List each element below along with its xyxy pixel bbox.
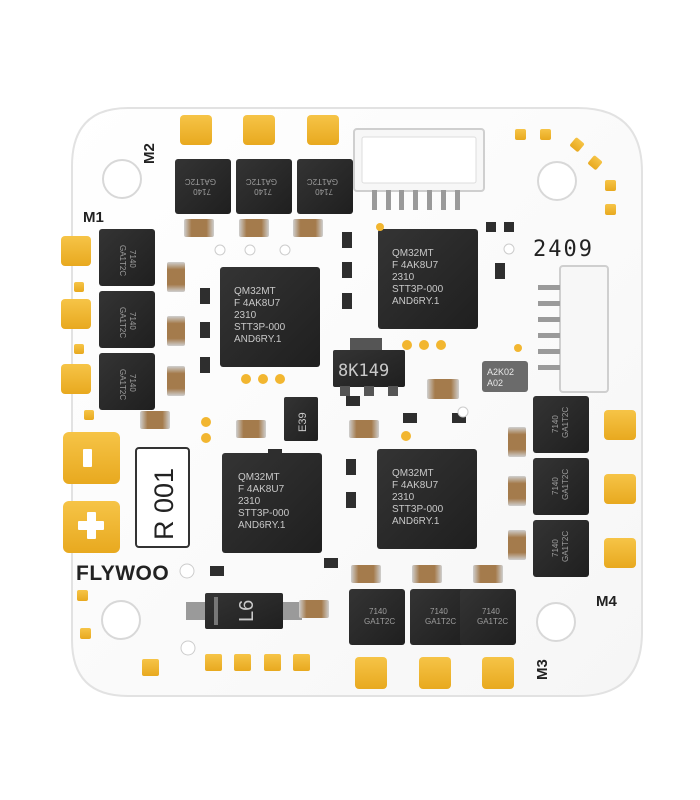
mosfet-marking-line1: 7140 — [254, 187, 272, 196]
mosfet-marking-line2: GA1T2C — [477, 617, 508, 626]
mosfets-bottom — [349, 589, 516, 645]
mcu-chips — [220, 229, 478, 553]
small-passives — [200, 222, 514, 576]
motor-label-m2: M2 — [141, 143, 158, 164]
mosfet-marking-line1: 7140 — [551, 539, 560, 557]
mcu-marking-line5: AND6RY.1 — [392, 516, 440, 527]
battery-negative-pad — [63, 432, 120, 484]
mosfet-markings-right: 7140 GA1T2C 7140 GA1T2C 7140 GA1T2C — [551, 407, 570, 562]
revision-text: R 001 — [149, 468, 179, 540]
mosfet-marking-line2: GA1T2C — [561, 531, 570, 562]
mcu-marking-line1: QM32MT — [238, 472, 280, 483]
motor-label-m4: M4 — [596, 593, 617, 610]
mcu-marking-line4: STT3P-000 — [234, 322, 286, 333]
mosfet-marking-line1: 7140 — [482, 607, 500, 616]
mosfet-marking-line2: GA1T2C — [118, 369, 127, 400]
mosfet-marking-line2: GA1T2C — [307, 177, 338, 186]
mosfet-marking-line2: GA1T2C — [561, 469, 570, 500]
mosfets-right — [533, 396, 589, 577]
mcu-marking-line3: 2310 — [234, 310, 257, 321]
mcu-marking-line1: QM32MT — [392, 248, 434, 259]
mcu-marking-line5: AND6RY.1 — [234, 334, 282, 345]
capacitors — [140, 219, 526, 618]
mosfet-marking-line2: GA1T2C — [185, 177, 216, 186]
mosfet-markings-top: 7140 GA1T2C 7140 GA1T2C 7140 GA1T2C — [185, 177, 338, 196]
revision-box — [135, 447, 190, 548]
voltage-regulator — [333, 338, 405, 396]
mcu-chip — [377, 449, 477, 549]
mosfet-marking-line2: GA1T2C — [561, 407, 570, 438]
mosfet-marking-line1: 7140 — [128, 312, 137, 330]
mcu-marking-group: QM32MT F 4AK8U7 2310 STT3P-000 AND6RY.1 … — [234, 248, 444, 531]
mosfet-marking-line1: 7140 — [128, 374, 137, 392]
right-connector — [538, 265, 609, 393]
mcu-marking-line3: 2310 — [238, 496, 261, 507]
brand-logo-text: FLYWOO — [76, 562, 169, 585]
small-chip-marking: E39 — [297, 412, 309, 432]
mosfet-marking-line1: 7140 — [551, 415, 560, 433]
mosfet-marking-line1: 7140 — [193, 187, 211, 196]
mosfets-left — [99, 229, 155, 410]
mcu-marking-line5: AND6RY.1 — [238, 520, 286, 531]
mosfet-marking-line2: GA1T2C — [118, 307, 127, 338]
diode — [186, 593, 302, 629]
mosfet-markings-bottom: 7140 GA1T2C 7140 GA1T2C 7140 GA1T2C — [364, 607, 508, 626]
mosfets-top — [175, 159, 353, 214]
motor-solder-pads — [61, 115, 636, 689]
sensor-chip — [482, 361, 528, 392]
mcu-marking-line3: 2310 — [392, 492, 415, 503]
mcu-marking-line1: QM32MT — [392, 468, 434, 479]
motor-label-m3: M3 — [534, 659, 551, 680]
small-chip — [284, 397, 318, 441]
mosfet-markings-left: 7140 GA1T2C 7140 GA1T2C 7140 GA1T2C — [118, 245, 137, 400]
regulator-marking: 8K149 — [338, 361, 389, 381]
mcu-marking-line3: 2310 — [392, 272, 415, 283]
mcu-chip — [220, 267, 320, 367]
mcu-marking-line4: STT3P-000 — [238, 508, 290, 519]
mosfet-marking-line2: GA1T2C — [425, 617, 456, 626]
motor-label-m1: M1 — [83, 209, 104, 226]
sensor-marking-line1: A2K02 — [487, 367, 514, 377]
mcu-marking-line5: AND6RY.1 — [392, 296, 440, 307]
mcu-marking-line2: F 4AK8U7 — [238, 484, 285, 495]
diode-marking: L6 — [236, 600, 258, 622]
top-connector — [353, 128, 485, 210]
mcu-marking-line2: F 4AK8U7 — [392, 260, 439, 271]
mcu-chip — [222, 453, 322, 553]
mosfet-marking-line1: 7140 — [128, 250, 137, 268]
mcu-marking-line4: STT3P-000 — [392, 504, 444, 515]
mcu-marking-line1: QM32MT — [234, 286, 276, 297]
mcu-marking-line2: F 4AK8U7 — [234, 298, 281, 309]
test-points — [179, 243, 515, 656]
battery-positive-pad — [63, 501, 120, 553]
mosfet-marking-line2: GA1T2C — [364, 617, 395, 626]
mosfet-marking-line1: 7140 — [315, 187, 333, 196]
mcu-marking-line4: STT3P-000 — [392, 284, 444, 295]
mosfet-marking-line1: 7140 — [551, 477, 560, 495]
mcu-chip — [378, 229, 478, 329]
date-code-text: 2409 — [533, 237, 594, 262]
mosfet-marking-line1: 7140 — [430, 607, 448, 616]
mosfet-marking-line1: 7140 — [369, 607, 387, 616]
sensor-marking-line2: A02 — [487, 378, 503, 388]
mosfet-marking-line2: GA1T2C — [246, 177, 277, 186]
mounting-holes — [101, 159, 577, 642]
vias — [201, 223, 522, 443]
mosfet-marking-line2: GA1T2C — [118, 245, 127, 276]
mcu-marking-line2: F 4AK8U7 — [392, 480, 439, 491]
